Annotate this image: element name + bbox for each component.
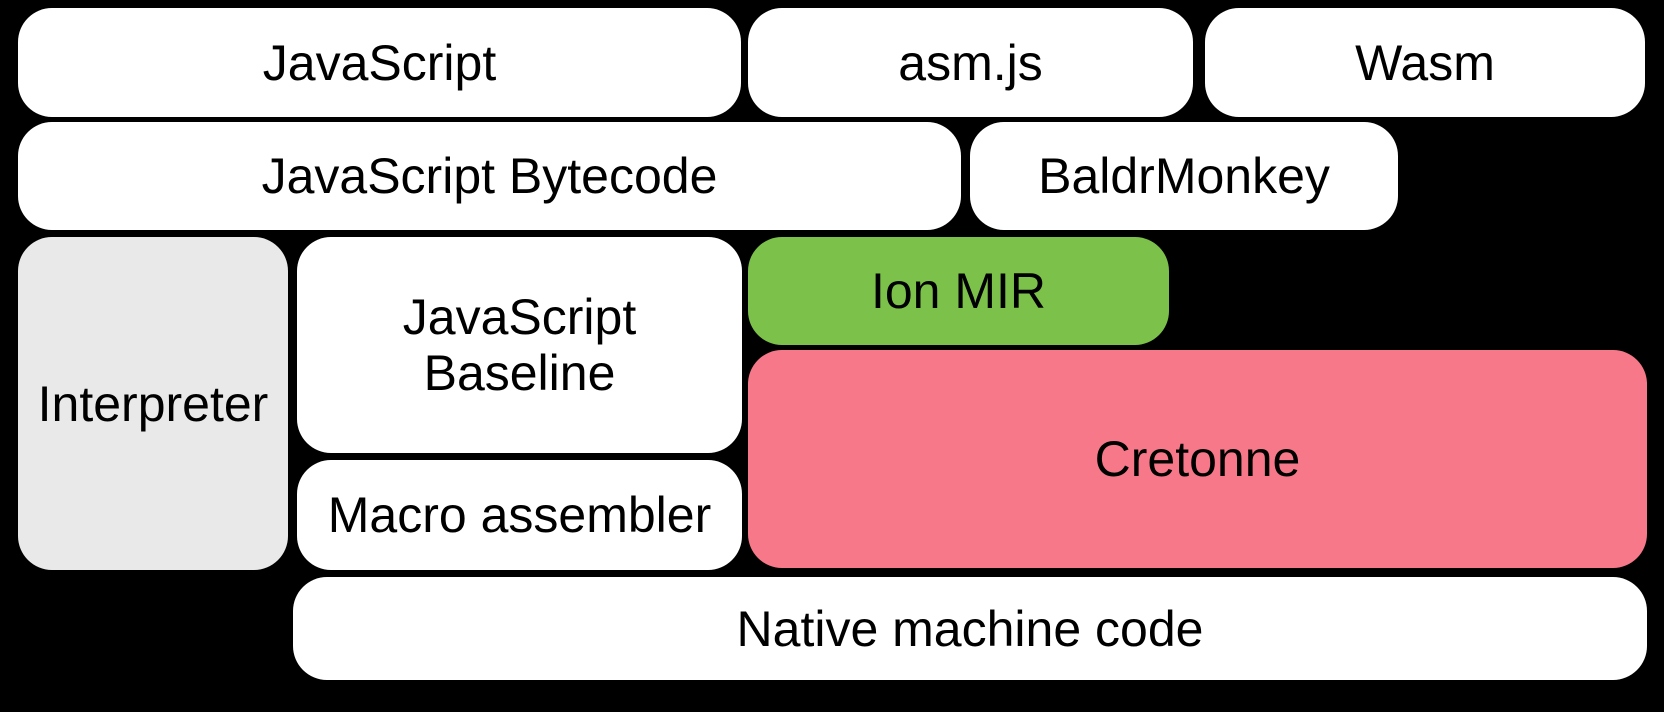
- node-native-machine-code: Native machine code: [293, 577, 1647, 680]
- node-javascript-baseline-label: JavaScript Baseline: [402, 289, 637, 401]
- node-javascript-label: JavaScript: [262, 34, 497, 91]
- node-ion-mir: Ion MIR: [748, 237, 1169, 345]
- node-native-machine-code-label: Native machine code: [736, 600, 1204, 657]
- node-asmjs: asm.js: [748, 8, 1193, 117]
- node-ion-mir-label: Ion MIR: [870, 263, 1047, 319]
- node-javascript: JavaScript: [18, 8, 741, 117]
- node-cretonne-label: Cretonne: [1094, 431, 1301, 487]
- node-interpreter-label: Interpreter: [37, 375, 269, 432]
- node-javascript-baseline: JavaScript Baseline: [297, 237, 742, 453]
- node-interpreter: Interpreter: [18, 237, 288, 570]
- node-cretonne: Cretonne: [748, 350, 1647, 568]
- node-asmjs-label: asm.js: [898, 34, 1043, 91]
- node-macro-assembler-label: Macro assembler: [327, 487, 712, 543]
- node-javascript-bytecode: JavaScript Bytecode: [18, 122, 961, 230]
- node-macro-assembler: Macro assembler: [297, 460, 742, 570]
- node-baldrmonkey: BaldrMonkey: [970, 122, 1398, 230]
- node-baldrmonkey-label: BaldrMonkey: [1038, 148, 1330, 204]
- node-wasm-label: Wasm: [1355, 34, 1495, 91]
- node-javascript-bytecode-label: JavaScript Bytecode: [261, 148, 718, 204]
- node-wasm: Wasm: [1205, 8, 1645, 117]
